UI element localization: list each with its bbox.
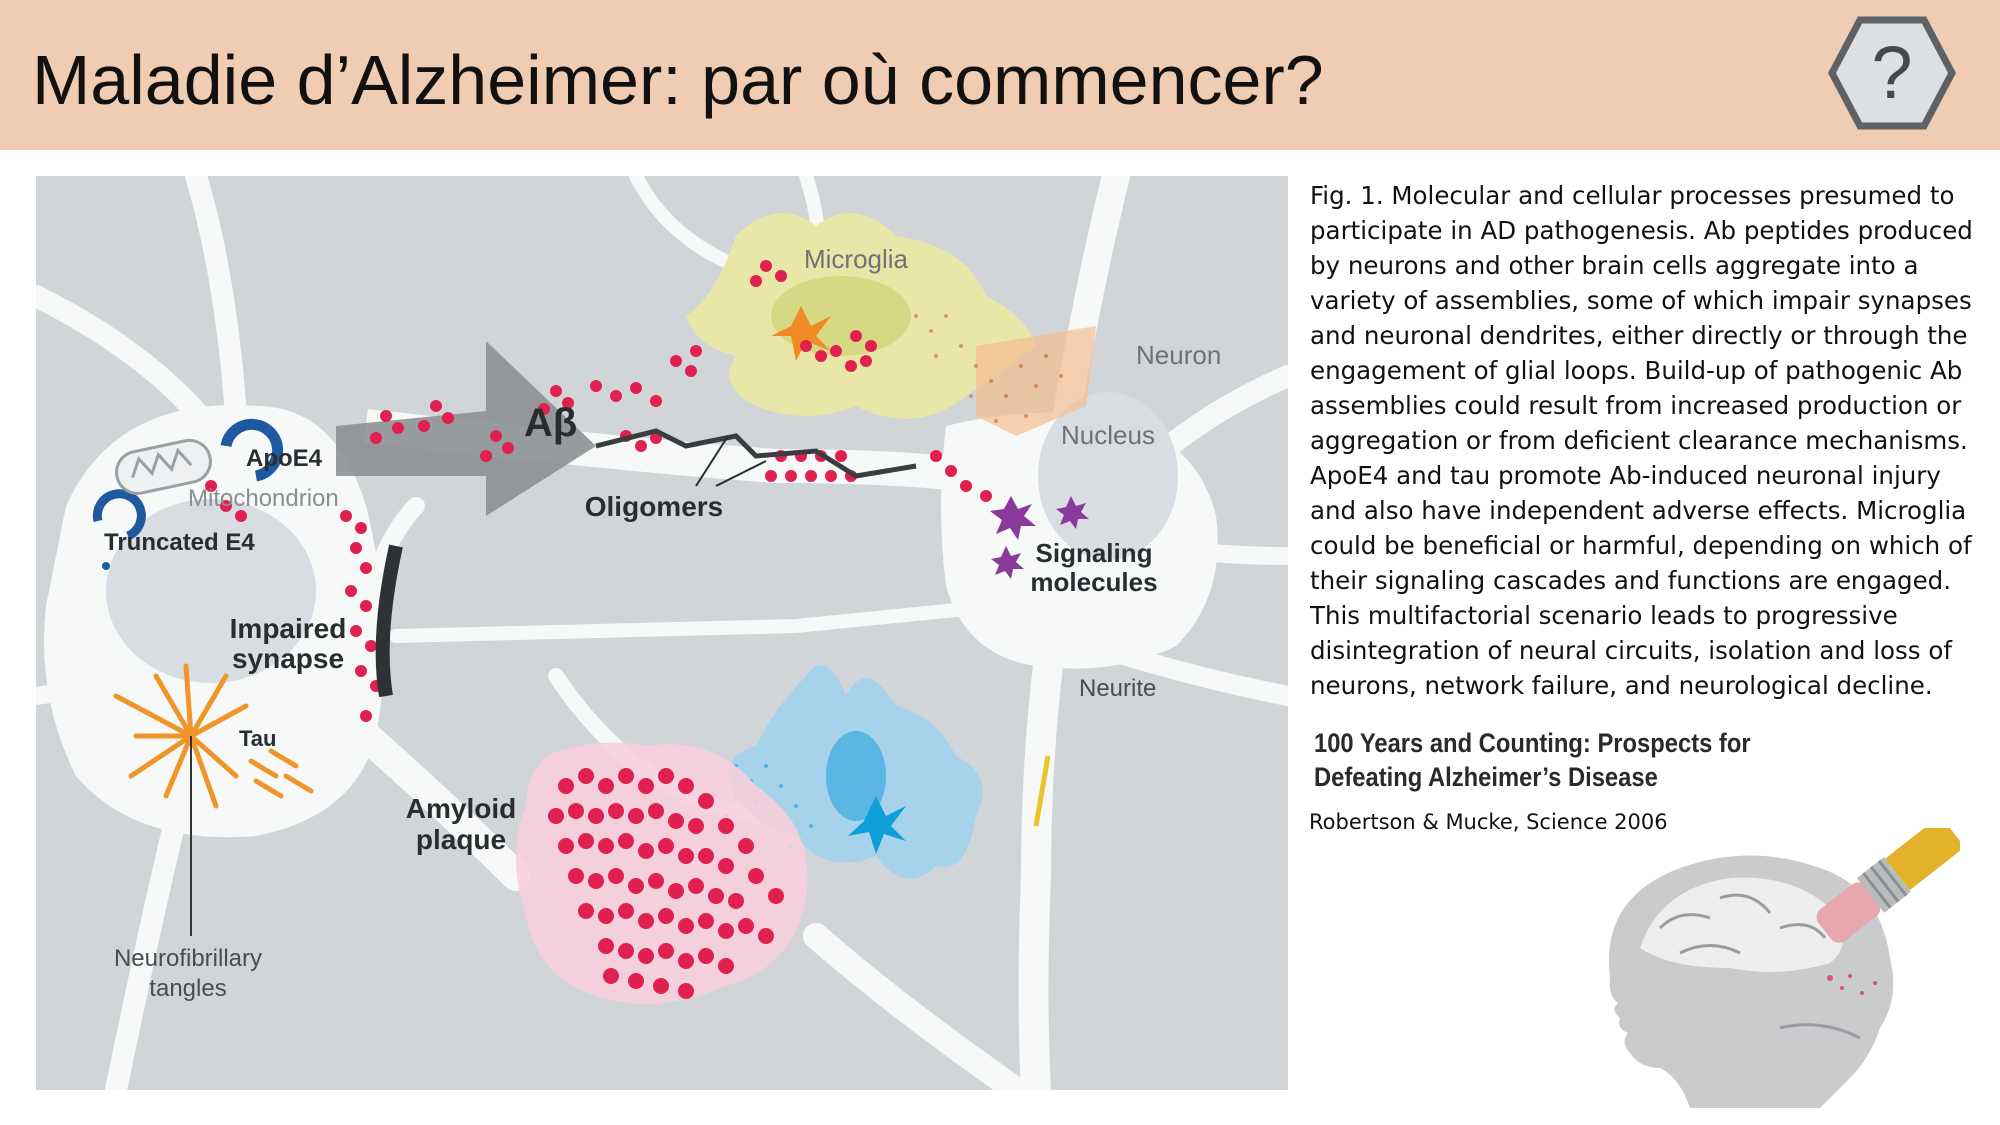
brain-eraser-icon bbox=[1608, 828, 1960, 1108]
label-neuron: Neuron bbox=[1136, 340, 1221, 370]
book-title: 100 Years and Counting: Prospects for De… bbox=[1314, 726, 1895, 794]
label-neurite: Neurite bbox=[1079, 675, 1156, 702]
slide-header: Maladie d’Alzheimer: par où commencer? ? bbox=[0, 0, 2000, 150]
question-mark-hexagon-icon[interactable]: ? bbox=[1828, 16, 1956, 130]
pathogenesis-figure: Microglia Neuron Nucleus Aβ ApoE4 Mitoch… bbox=[25, 162, 1299, 1105]
label-amyloid-line-1: Amyloid bbox=[406, 793, 516, 824]
label-mitochondrion: Mitochondrion bbox=[188, 485, 339, 512]
figure-caption: Fig. 1. Molecular and cellular processes… bbox=[1310, 181, 1973, 700]
book-title-line-1: 100 Years and Counting: Prospects for bbox=[1314, 728, 1751, 758]
slide-title: Maladie d’Alzheimer: par où commencer? bbox=[32, 41, 1324, 119]
label-tangles-line-1: Neurofibrillary bbox=[114, 945, 262, 972]
label-apoe4: ApoE4 bbox=[246, 445, 323, 472]
label-impaired-line-1: Impaired bbox=[230, 613, 347, 644]
label-nucleus: Nucleus bbox=[1061, 420, 1155, 450]
book-title-line-2: Defeating Alzheimer’s Disease bbox=[1314, 762, 1658, 792]
label-microglia: Microglia bbox=[804, 244, 909, 274]
label-tau: Tau bbox=[239, 726, 276, 751]
label-impaired-line-2: synapse bbox=[232, 643, 344, 674]
label-signaling-line-2: molecules bbox=[1030, 567, 1157, 597]
label-amyloid-line-2: plaque bbox=[416, 824, 506, 855]
label-abeta: Aβ bbox=[524, 401, 577, 445]
citation: Robertson & Mucke, Science 2006 bbox=[1309, 810, 1668, 834]
label-tangles-line-2: tangles bbox=[149, 975, 226, 1002]
svg-text:?: ? bbox=[1871, 31, 1912, 114]
label-truncated-e4: Truncated E4 bbox=[104, 529, 255, 556]
label-oligomers: Oligomers bbox=[585, 491, 723, 522]
label-signaling-line-1: Signaling bbox=[1036, 538, 1153, 568]
